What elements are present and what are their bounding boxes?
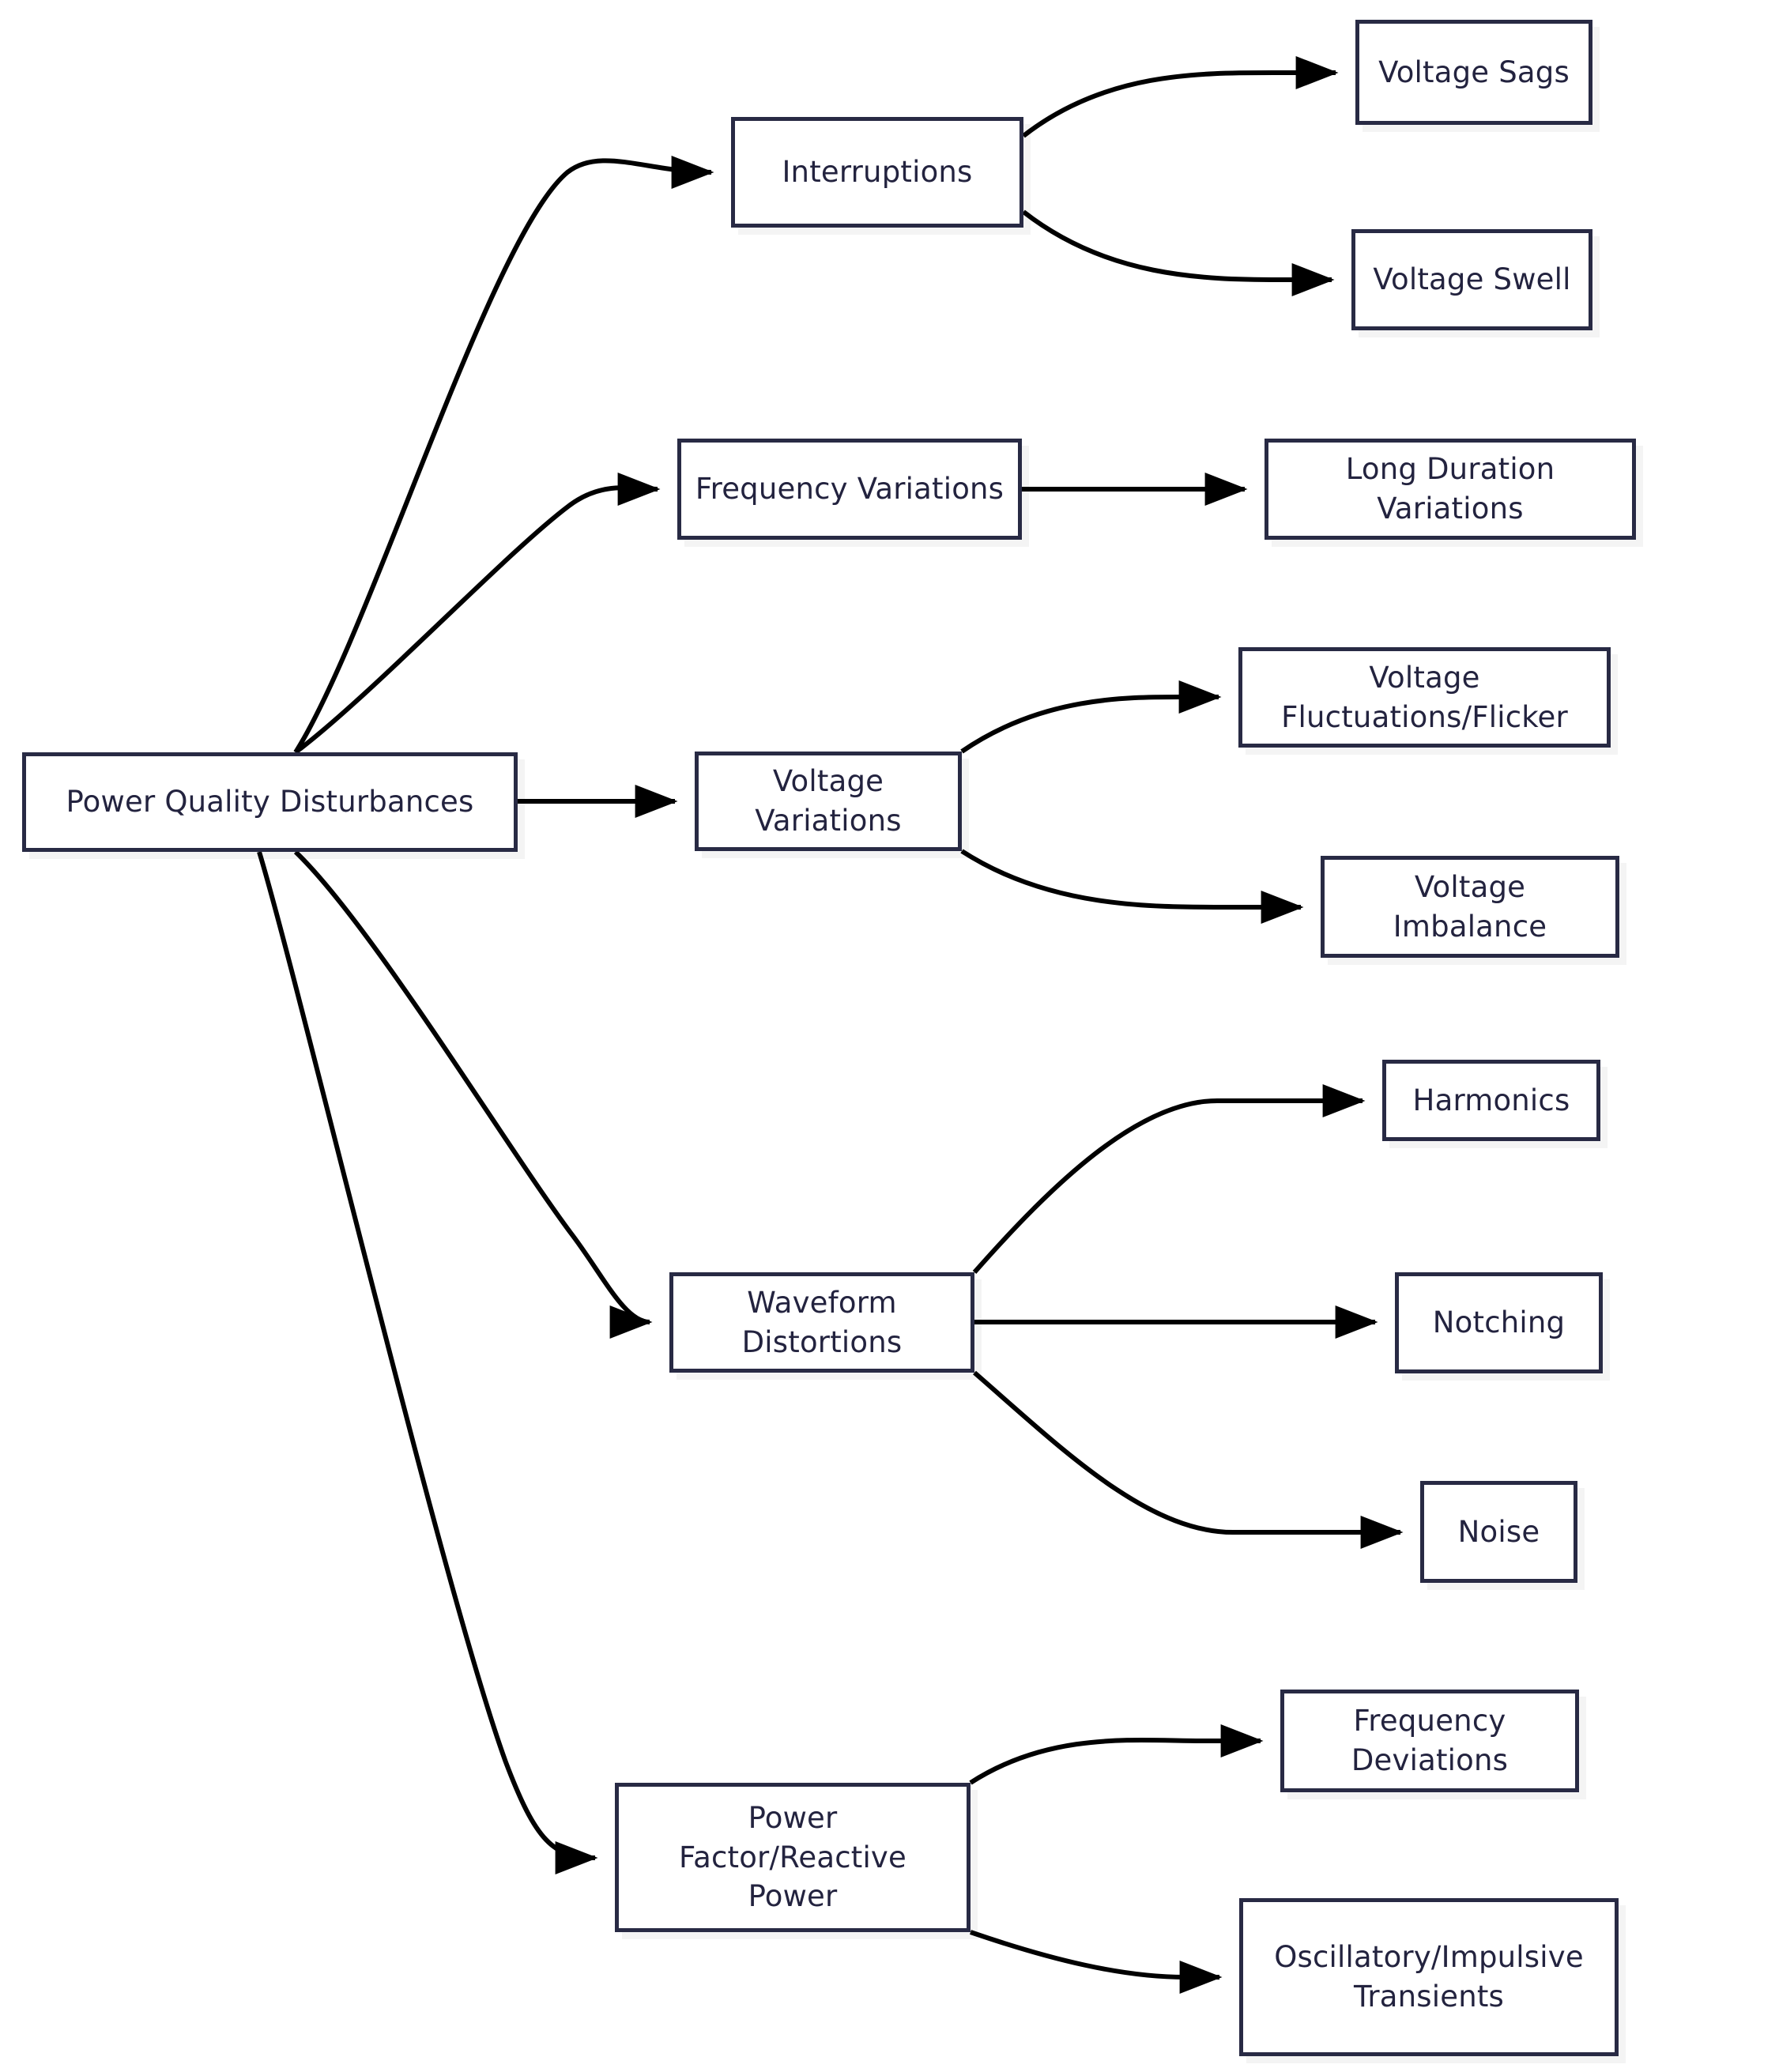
node-label-freqdev: Frequency Deviations: [1351, 1704, 1509, 1777]
node-label-harm: Harmonics: [1412, 1083, 1570, 1117]
node-freqdev[interactable]: Frequency Deviations: [1280, 1690, 1579, 1792]
node-label-swell: Voltage Swell: [1373, 262, 1571, 297]
edge-root-to-interr: [293, 155, 714, 754]
node-imbal[interactable]: Voltage Imbalance: [1321, 856, 1619, 958]
edge-voltvar-to-imbal: [960, 849, 1304, 924]
node-label-noise: Noise: [1457, 1514, 1540, 1549]
node-label-voltvar: Voltage Variations: [755, 764, 902, 838]
node-label-longdur: Long Duration Variations: [1345, 452, 1555, 526]
node-harm[interactable]: Harmonics: [1382, 1060, 1600, 1141]
node-root[interactable]: Power Quality Disturbances: [22, 752, 518, 852]
node-longdur[interactable]: Long Duration Variations: [1265, 439, 1636, 540]
node-label-transients: Oscillatory/Impulsive Transients: [1274, 1940, 1584, 2014]
edge-pfreact-to-freqdev: [969, 1724, 1264, 1785]
node-label-pfreact: Power Factor/Reactive Power: [679, 1800, 906, 1914]
node-label-sags: Voltage Sags: [1378, 55, 1570, 89]
edge-root-to-wavedist: [293, 850, 653, 1339]
edge-interr-to-sags: [1022, 56, 1339, 138]
node-sags[interactable]: Voltage Sags: [1355, 20, 1592, 125]
node-swell[interactable]: Voltage Swell: [1351, 229, 1592, 330]
node-voltvar[interactable]: Voltage Variations: [695, 752, 962, 851]
node-label-flicker: Voltage Fluctuations/Flicker: [1281, 660, 1568, 734]
edge-wavedist-to-noise: [973, 1370, 1404, 1549]
node-label-interr: Interruptions: [782, 155, 973, 190]
edge-interr-to-swell: [1022, 209, 1335, 296]
edge-wavedist-to-harm: [972, 1084, 1366, 1274]
node-flicker[interactable]: Voltage Fluctuations/Flicker: [1238, 647, 1611, 748]
node-wavedist[interactable]: Waveform Distortions: [669, 1272, 974, 1373]
node-label-wavedist: Waveform Distortions: [741, 1285, 903, 1359]
node-noise[interactable]: Noise: [1420, 1481, 1577, 1583]
node-label-freqvar: Frequency Variations: [695, 472, 1004, 507]
node-label-root: Power Quality Disturbances: [66, 785, 474, 819]
node-freqvar[interactable]: Frequency Variations: [677, 439, 1022, 540]
node-transients[interactable]: Oscillatory/Impulsive Transients: [1239, 1898, 1619, 2056]
node-label-notch: Notching: [1432, 1305, 1566, 1340]
edge-root-to-pfreact: [257, 851, 598, 1874]
node-notch[interactable]: Notching: [1395, 1272, 1603, 1373]
node-interr[interactable]: Interruptions: [731, 117, 1023, 228]
edge-root-to-freqvar: [294, 472, 661, 755]
edge-pfreact-to-transients: [970, 1930, 1223, 1994]
edge-voltvar-to-flicker: [960, 680, 1222, 754]
node-pfreact[interactable]: Power Factor/Reactive Power: [615, 1783, 971, 1932]
node-label-imbal: Voltage Imbalance: [1393, 869, 1547, 944]
